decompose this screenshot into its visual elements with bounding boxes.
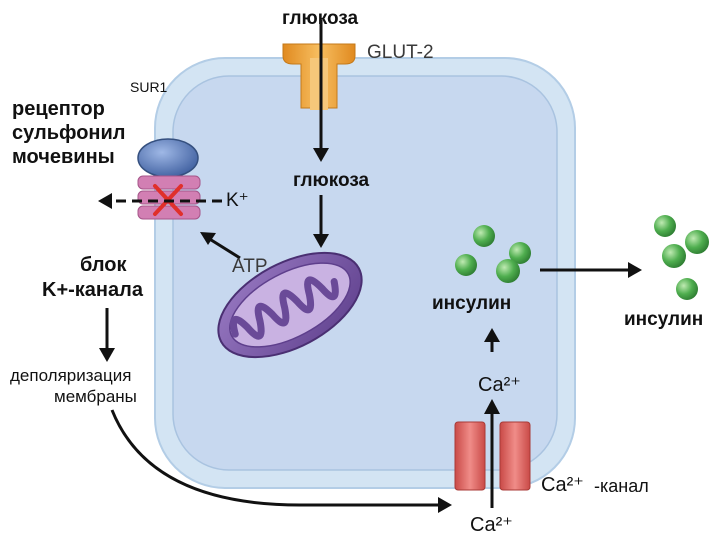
insulin-granules-outside xyxy=(654,215,709,300)
atp-arrow-head xyxy=(200,232,216,245)
insulin-outside-label: инсулин xyxy=(624,309,704,330)
depolarization-line-2: мембраны xyxy=(54,387,137,406)
k-efflux-arrow-head xyxy=(98,193,112,209)
receptor-line-2: сульфонил xyxy=(12,122,126,144)
ca-influx-arrow-head xyxy=(484,399,500,414)
glucose-to-mito-arrow-head xyxy=(313,234,329,248)
glut2-transporter xyxy=(282,43,356,110)
block-line-2: K+-канала xyxy=(42,279,143,301)
cell-cytoplasm xyxy=(172,75,558,471)
glucose-inside-label: глюкоза xyxy=(293,170,370,191)
receptor-line-3: мочевины xyxy=(12,146,115,168)
depolarization-arrow xyxy=(110,409,440,507)
atp-label: ATP xyxy=(232,256,268,277)
ca-inside-label: Ca²⁺ xyxy=(478,374,521,396)
ca-to-insulin-arrow-head xyxy=(484,328,500,342)
insulin-granules-inside xyxy=(455,225,531,283)
glut2-label: GLUT-2 xyxy=(367,42,434,63)
receptor-line-1: рецептор xyxy=(12,98,105,120)
sur1-receptor xyxy=(137,138,199,178)
ca-channel xyxy=(454,421,531,491)
insulin-secretion-arrow-head xyxy=(628,262,642,278)
atp-arrow xyxy=(207,236,241,260)
mitochondrion xyxy=(217,251,363,359)
ca-channel-suffix-label: -канал xyxy=(594,476,649,496)
depolarization-arrow-head xyxy=(438,497,452,513)
glucose-top-label: глюкоза xyxy=(282,8,359,29)
k-plus-label: K⁺ xyxy=(226,190,249,211)
sur1-label: SUR1 xyxy=(130,79,168,95)
block-to-depolarization-arrow-head xyxy=(99,348,115,362)
ca-bottom-label: Ca²⁺ xyxy=(470,514,513,536)
insulin-inside-label: инсулин xyxy=(432,293,512,314)
ca-channel-ion-label: Ca²⁺ xyxy=(541,474,584,496)
block-line-1: блок xyxy=(80,254,127,276)
glucose-arrow-in-head xyxy=(313,148,329,162)
depolarization-line-1: деполяризация xyxy=(10,366,132,385)
